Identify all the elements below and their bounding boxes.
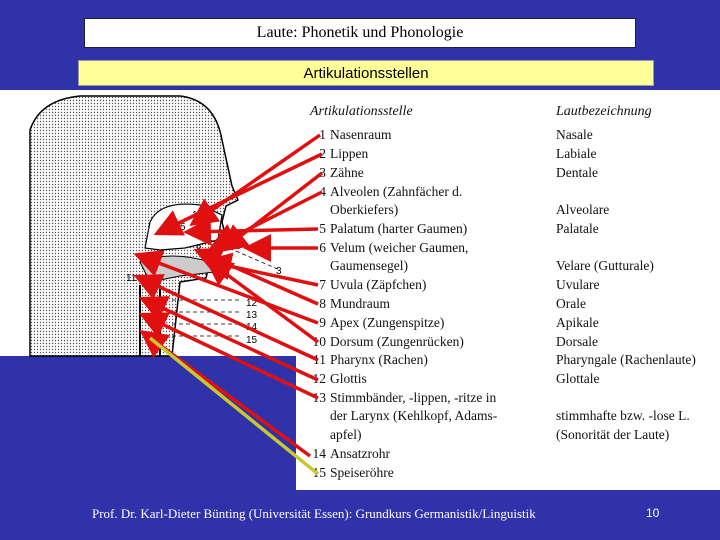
place-number: 9 — [319, 315, 326, 330]
sound-label: Nasale — [556, 127, 593, 142]
place-label: Dorsum (Zungenrücken) — [330, 334, 464, 349]
place-label: Speiseröhre — [330, 465, 394, 480]
pointer-arrow-yellow — [148, 336, 320, 476]
pointer-arrow — [189, 133, 321, 226]
place-row: der Larynx (Kehlkopf, Adams- — [310, 407, 497, 425]
sound-label: Pharyngale (Rachenlaute) — [556, 352, 696, 367]
sound-label: (Sonorität der Laute) — [556, 427, 670, 442]
place-label: Stimmbänder, -lippen, -ritze in — [330, 390, 497, 405]
slide-subtitle: Artikulationsstellen — [78, 60, 654, 86]
place-label: Velum (weicher Gaumen, — [330, 240, 469, 255]
slide-title: Laute: Phonetik und Phonologie — [84, 18, 636, 48]
place-label: Glottis — [330, 371, 367, 386]
place-label: Zähne — [330, 165, 364, 180]
sound-label: Dentale — [556, 165, 598, 180]
place-label: Uvula (Zäpfchen) — [330, 277, 427, 292]
place-label: Apex (Zungenspitze) — [330, 315, 445, 330]
diagram-number-11: 11 — [126, 273, 137, 284]
place-number: 10 — [312, 334, 327, 349]
place-number: 12 — [312, 371, 327, 386]
place-label: der Larynx (Kehlkopf, Adams- — [330, 408, 498, 423]
place-row: 7 Uvula (Zäpfchen) — [310, 276, 426, 294]
place-number: 1 — [319, 127, 326, 142]
place-row: 5 Palatum (harter Gaumen) — [310, 220, 467, 238]
place-row: 3 Zähne — [310, 164, 364, 182]
place-row: 11 Pharynx (Rachen) — [310, 351, 428, 369]
legend-panel — [296, 90, 720, 490]
place-row: 1 Nasenraum — [310, 126, 391, 144]
place-label: Nasenraum — [330, 127, 392, 142]
pointer-arrow — [219, 171, 324, 253]
place-number: 3 — [319, 165, 326, 180]
pointer-arrow — [183, 217, 319, 246]
pointer-arrow — [133, 250, 319, 325]
pointer-arrow — [138, 296, 319, 382]
pointer-arrow — [133, 274, 319, 362]
place-number: 13 — [312, 390, 327, 405]
header-sound: Lautbezeichnung — [556, 104, 652, 119]
diagram-number-13: 13 — [246, 310, 258, 321]
place-number: 6 — [319, 240, 326, 255]
page-number: 10 — [646, 506, 660, 520]
header-place: Artikulationsstelle — [310, 104, 413, 119]
place-row: 8 Mundraum — [310, 295, 390, 313]
place-number: 14 — [312, 446, 327, 461]
place-label: Palatum (harter Gaumen) — [330, 221, 468, 236]
sound-label: Palatale — [556, 221, 599, 236]
diagram-number-12: 12 — [246, 298, 258, 309]
place-label: Lippen — [330, 146, 369, 161]
sound-label: Dorsale — [556, 334, 598, 349]
sound-label: Alveolare — [556, 202, 610, 217]
place-row: 9 Apex (Zungenspitze) — [310, 314, 444, 332]
diagram-number-14: 14 — [246, 322, 258, 333]
sound-label: Uvulare — [556, 277, 600, 292]
place-row: 2 Lippen — [310, 145, 368, 163]
place-number: 4 — [319, 184, 326, 199]
place-label: Pharynx (Rachen) — [330, 352, 428, 367]
footer-credit: Prof. Dr. Karl-Dieter Bünting (Universit… — [92, 506, 536, 521]
place-row: Gaumensegel) — [310, 257, 408, 275]
diagram-number-15: 15 — [246, 335, 258, 346]
place-number: 5 — [319, 221, 326, 236]
pointer-arrow — [138, 312, 319, 400]
sound-label: Glottale — [556, 371, 600, 386]
place-label: Mundraum — [330, 296, 390, 311]
place-label: Gaumensegel) — [330, 258, 408, 273]
place-row: Oberkiefers) — [310, 201, 398, 219]
place-label: Oberkiefers) — [330, 202, 399, 217]
sound-label: Apikale — [556, 315, 599, 330]
pointer-arrow — [208, 190, 323, 250]
place-label: Ansatzrohr — [330, 446, 390, 461]
place-number: 7 — [319, 277, 326, 292]
place-number: 2 — [319, 146, 326, 161]
sound-label: Labiale — [556, 146, 597, 161]
place-label: apfel) — [330, 427, 362, 442]
diagram-number-3: 3 — [276, 266, 282, 277]
place-label: Alveolen (Zahnfächer d. — [330, 184, 463, 199]
place-number: 8 — [319, 296, 326, 311]
place-number: 11 — [313, 352, 326, 367]
sound-label: Orale — [556, 296, 586, 311]
pointer-arrow — [204, 257, 320, 344]
place-row: apfel) — [310, 426, 361, 444]
place-number: 15 — [312, 465, 327, 480]
place-row: 6 Velum (weicher Gaumen, — [310, 239, 468, 257]
place-row: 4 Alveolen (Zahnfächer d. — [310, 183, 462, 201]
sound-label: Velare (Gutturale) — [556, 258, 654, 273]
sound-label: stimmhafte bzw. -lose L. — [556, 408, 690, 423]
